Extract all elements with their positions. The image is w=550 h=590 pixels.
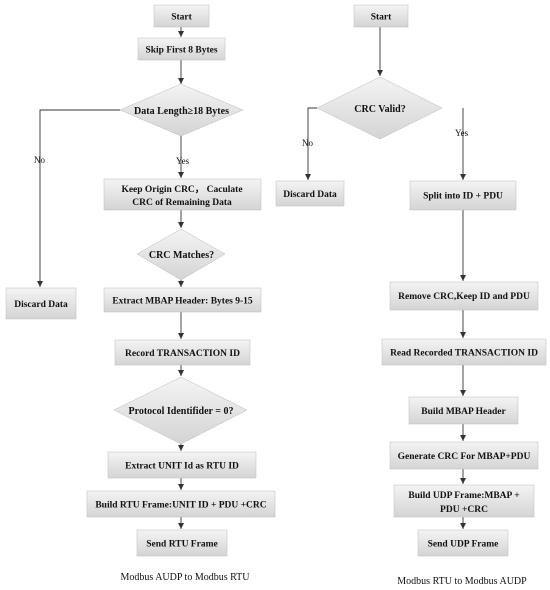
left-no-label: No <box>34 155 45 165</box>
left-start-label: Start <box>171 13 192 23</box>
right-discard-label: Discard Data <box>283 190 337 200</box>
right-caption: Modbus RTU to Modbus AUDP <box>397 576 527 587</box>
keep-crc-box <box>103 178 262 211</box>
build-udp-box <box>393 484 535 518</box>
protocol-id-decision <box>113 376 248 445</box>
build-rtu-label: Build RTU Frame:UNIT ID + PDU +CRC <box>95 501 266 511</box>
build-udp-label-1: Build UDP Frame:MBAP + <box>408 491 519 501</box>
right-no-label: No <box>302 138 313 148</box>
send-udp-label: Send UDP Frame <box>428 540 499 550</box>
left-yes-label: Yes <box>176 156 190 166</box>
send-udp-box <box>417 529 509 557</box>
keep-crc-label-2: CRC of Remaining Data <box>132 198 232 208</box>
remove-crc-label: Remove CRC,Keep ID and PDU <box>398 292 530 302</box>
crc-valid-decision <box>316 76 443 140</box>
crc-valid-label: CRC Valid? <box>354 104 405 115</box>
right-start-label: Start <box>371 13 392 23</box>
remove-crc-box <box>389 281 539 311</box>
right-flow: Start CRC Valid? Yes No Discard Data Spl… <box>275 4 547 587</box>
right-discard-box <box>275 180 345 207</box>
skip-bytes-label: Skip First 8 Bytes <box>145 46 217 56</box>
record-tid-box <box>114 339 251 366</box>
build-mbap-box <box>408 396 519 425</box>
protocol-id-label: Protocol Identifider = 0? <box>128 406 233 417</box>
left-discard-label: Discard Data <box>14 300 68 310</box>
connector-no <box>37 109 120 287</box>
keep-crc-label-1: Keep Origin CRC， Caculate <box>121 185 242 195</box>
data-length-label: Data Length≥18 Bytes <box>134 106 229 117</box>
data-length-decision <box>119 83 244 137</box>
extract-mbap-box <box>103 287 262 313</box>
build-rtu-box <box>86 490 276 518</box>
send-rtu-label: Send RTU Frame <box>146 540 217 550</box>
read-tid-label: Read Recorded TRANSACTION ID <box>390 349 538 359</box>
extract-mbap-label: Extract MBAP Header: Bytes 9-15 <box>112 297 253 307</box>
right-start-box <box>353 4 409 28</box>
split-label: Split into ID + PDU <box>423 192 503 202</box>
gen-crc-box <box>389 441 539 470</box>
left-discard-box <box>5 287 77 320</box>
read-tid-box <box>381 338 547 366</box>
crc-matches-label: CRC Matches? <box>149 250 214 261</box>
build-mbap-label: Build MBAP Header <box>421 407 506 417</box>
split-box <box>409 180 517 211</box>
left-caption: Modbus AUDP to Modbus RTU <box>120 572 250 583</box>
send-rtu-box <box>136 529 228 557</box>
build-udp-label-2: PDU +CRC <box>440 505 488 515</box>
gen-crc-label: Generate CRC For MBAP+PDU <box>398 452 531 462</box>
crc-matches-decision <box>136 228 226 281</box>
record-tid-label: Record TRANSACTION ID <box>125 349 240 359</box>
left-flow: Start Skip First 8 Bytes Data Length≥18 … <box>5 4 276 583</box>
connector-no <box>305 107 317 180</box>
left-start-box <box>153 4 210 28</box>
skip-bytes-box <box>137 37 226 61</box>
extract-unit-label: Extract UNIT Id as RTU ID <box>125 462 239 472</box>
right-yes-label: Yes <box>455 128 469 138</box>
extract-unit-box <box>107 451 257 479</box>
